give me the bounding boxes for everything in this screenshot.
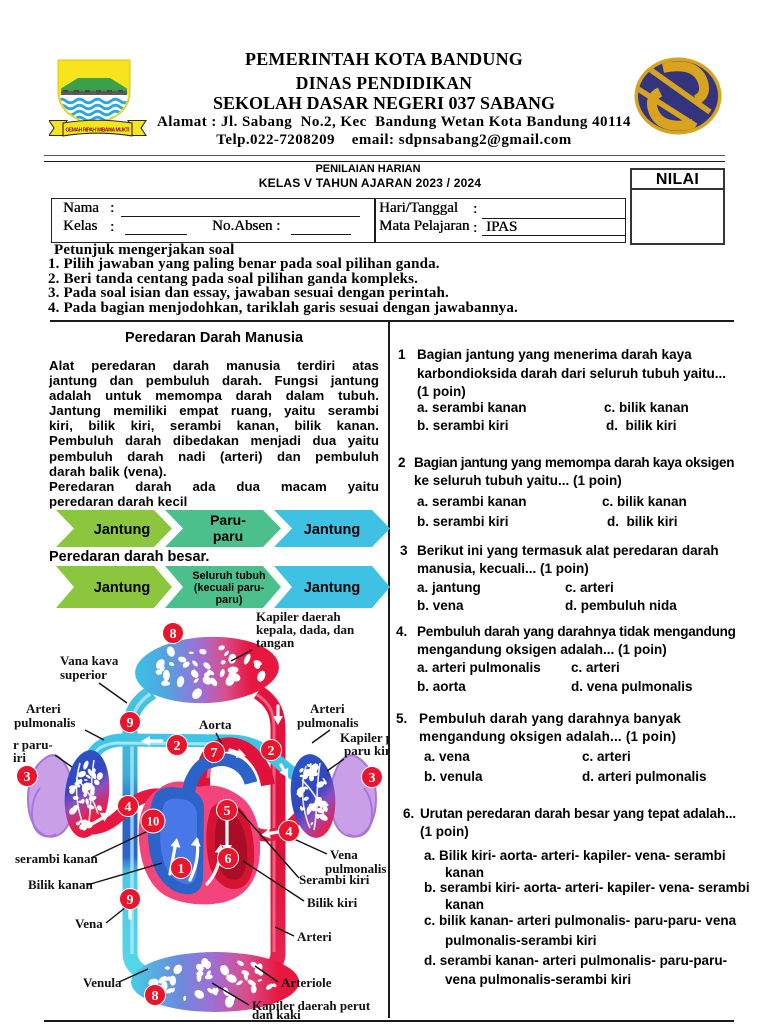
svg-text:3: 3 bbox=[24, 770, 31, 785]
svg-text:dan kaki: dan kaki bbox=[252, 1007, 301, 1022]
svg-text:2: 2 bbox=[174, 739, 181, 754]
svg-text:iri: iri bbox=[13, 750, 26, 765]
svg-text:Paru-: Paru- bbox=[210, 512, 246, 528]
svg-text:Aorta: Aorta bbox=[199, 717, 232, 732]
svg-text:4: 4 bbox=[125, 800, 132, 815]
svg-text:2: 2 bbox=[268, 744, 275, 759]
svg-text:Jantung: Jantung bbox=[304, 522, 360, 538]
svg-text:pulmonalis: pulmonalis bbox=[325, 861, 386, 876]
svg-text:paru): paru) bbox=[216, 594, 243, 606]
svg-text:serambi kanan: serambi kanan bbox=[15, 851, 98, 866]
svg-text:Vana kava: Vana kava bbox=[60, 653, 119, 668]
svg-text:Jantung: Jantung bbox=[94, 580, 150, 596]
svg-text:Jantung: Jantung bbox=[94, 522, 150, 538]
svg-text:pulmonalis: pulmonalis bbox=[297, 715, 358, 730]
svg-text:6: 6 bbox=[225, 852, 232, 867]
svg-text:Bilik kanan: Bilik kanan bbox=[28, 877, 93, 892]
svg-text:9: 9 bbox=[127, 716, 134, 731]
svg-text:7: 7 bbox=[211, 746, 218, 761]
svg-text:1: 1 bbox=[178, 862, 185, 877]
svg-text:Arteri: Arteri bbox=[310, 701, 345, 716]
svg-text:Jantung: Jantung bbox=[304, 580, 360, 596]
svg-text:Vena: Vena bbox=[75, 916, 103, 931]
svg-text:kepala, dada, dan: kepala, dada, dan bbox=[256, 622, 355, 637]
svg-text:r paru-: r paru- bbox=[13, 737, 53, 752]
svg-text:(kecuali paru-: (kecuali paru- bbox=[194, 582, 265, 594]
svg-text:3: 3 bbox=[369, 771, 376, 786]
svg-text:paru kiri: paru kiri bbox=[344, 743, 390, 758]
svg-text:8: 8 bbox=[152, 989, 159, 1004]
svg-text:paru: paru bbox=[213, 528, 243, 544]
svg-text:9: 9 bbox=[127, 893, 134, 908]
svg-text:5: 5 bbox=[224, 804, 231, 819]
svg-text:Seluruh tubuh: Seluruh tubuh bbox=[192, 570, 265, 582]
svg-text:Serambi kiri: Serambi kiri bbox=[299, 872, 370, 887]
svg-text:Arteriole: Arteriole bbox=[281, 975, 332, 990]
svg-text:Venula: Venula bbox=[83, 975, 122, 990]
svg-text:pulmonalis: pulmonalis bbox=[14, 715, 75, 730]
svg-text:superior: superior bbox=[60, 667, 107, 682]
svg-text:Arteri: Arteri bbox=[297, 929, 332, 944]
svg-text:Kapiler daerah: Kapiler daerah bbox=[256, 609, 341, 624]
svg-text:Bilik kiri: Bilik kiri bbox=[307, 895, 358, 910]
svg-text:8: 8 bbox=[170, 627, 177, 642]
svg-text:tangan: tangan bbox=[256, 635, 295, 650]
svg-text:GEMAH RIPAH WIBAWA MUKTI: GEMAH RIPAH WIBAWA MUKTI bbox=[66, 127, 131, 133]
svg-text:Kapiler p: Kapiler p bbox=[340, 730, 390, 745]
svg-text:4: 4 bbox=[286, 825, 293, 840]
svg-text:Arteri: Arteri bbox=[26, 701, 61, 716]
svg-text:10: 10 bbox=[147, 814, 160, 828]
svg-text:Kapiler daerah perut: Kapiler daerah perut bbox=[252, 998, 371, 1013]
svg-text:Vena: Vena bbox=[330, 847, 358, 862]
